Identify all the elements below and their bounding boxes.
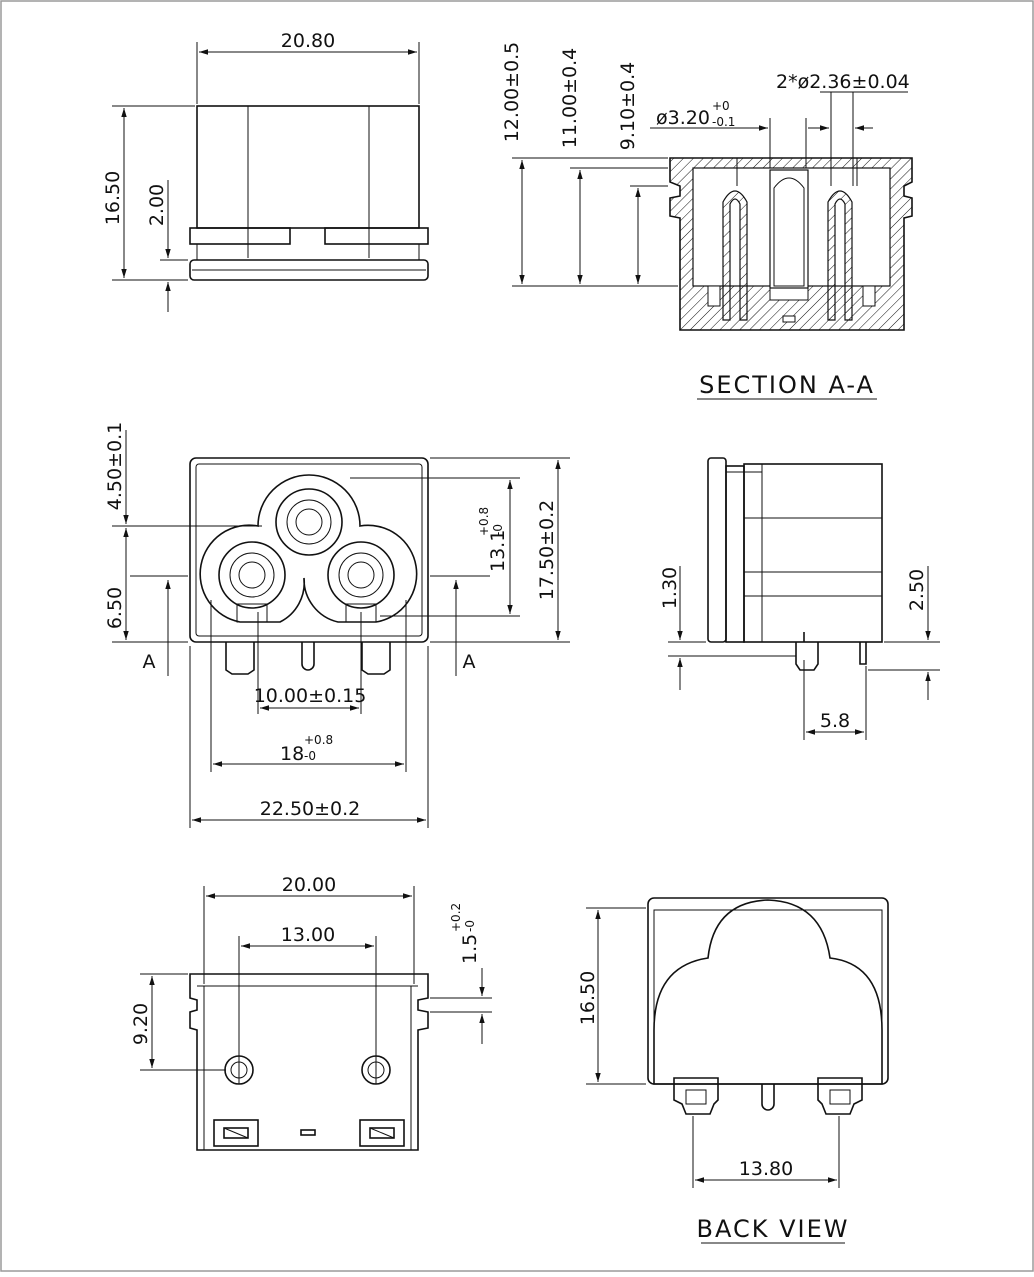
contact-ring: [229, 552, 275, 598]
dim-bottom-15-base: 1.5: [459, 934, 481, 964]
bottom-terminal-left-slot: [223, 1127, 249, 1139]
bottom-terminal-right-slot: [369, 1127, 395, 1139]
front-inner-outline: [195, 463, 423, 637]
contact-ring: [218, 541, 286, 609]
dim-front-1750: 17.50±0.2: [536, 500, 558, 601]
section-vent: [782, 315, 796, 323]
back-view: 16.50 13.80 BACK VIEW: [577, 897, 889, 1244]
section-mark-right: A: [463, 651, 476, 673]
side-pin-left: [795, 642, 819, 671]
side-flange: [707, 457, 727, 643]
back-pin-right: [817, 1077, 863, 1115]
back-inner-outline: [653, 909, 883, 1085]
back-view-caption: BACK VIEW: [697, 1215, 850, 1243]
front-body: [189, 457, 429, 643]
side-pin-right: [859, 642, 867, 665]
back-body: [647, 897, 889, 1085]
bottom-terminal-left: [213, 1119, 259, 1147]
bottom-terminal-mark: [369, 1127, 395, 1139]
front-pin-center: [301, 642, 315, 671]
dim-section-12: 12.00±0.5: [501, 42, 523, 143]
contact-tab: [236, 603, 268, 623]
dim-bottom-20: 20.00: [282, 874, 336, 896]
dim-side-130: 1.30: [659, 567, 681, 609]
top-view: 20.80 16.50 2.00: [102, 30, 429, 312]
section-slot: [862, 285, 876, 307]
dim-bottom-13: 13.00: [281, 924, 335, 946]
dim-front-131-tol-upper: +0.8: [477, 507, 491, 536]
section-caption: SECTION A-A: [699, 371, 875, 399]
dim-section-11: 11.00±0.4: [559, 48, 581, 149]
socket-contact-left: [218, 541, 286, 609]
top-view-flange-left: [189, 227, 291, 245]
top-view-flange-right: [324, 227, 429, 245]
back-pin-left: [673, 1077, 719, 1115]
dim-top-height: 16.50: [102, 171, 124, 225]
dim-front-131-base: 13.1: [487, 530, 509, 572]
back-pin-right-slot: [829, 1089, 851, 1105]
dim-bottom-15-tol-lower: -0: [463, 920, 477, 932]
contact-ring: [338, 552, 384, 598]
dim-bottom-15-tol-upper: +0.2: [449, 903, 463, 932]
section-contact-right: [827, 190, 853, 321]
dim-front-2250: 22.50±0.2: [260, 798, 361, 820]
dim-top-width: 20.80: [281, 30, 335, 52]
dim-hole-tol-lower: -0.1: [712, 115, 735, 129]
bottom-view: 20.00 13.00 9.20 1.5 +0.2 -0: [130, 874, 492, 1151]
socket-contact-top: [275, 488, 343, 556]
contact-hole: [238, 561, 266, 589]
side-step: [725, 465, 745, 643]
dim-hole-base: ø3.20: [656, 107, 710, 129]
front-pin-left: [225, 642, 255, 675]
top-view-base: [189, 259, 429, 281]
contact-hole: [295, 508, 323, 536]
dim-front-650: 6.50: [104, 587, 126, 629]
dim-front-10: 10.00±0.15: [254, 685, 367, 707]
back-pin-left-slot: [685, 1089, 707, 1105]
dim-front-18-tol-upper: +0.8: [304, 733, 333, 747]
dim-back-1650: 16.50: [577, 971, 599, 1025]
front-pin-right: [361, 642, 391, 675]
back-pin-center: [761, 1084, 775, 1111]
dim-section-9: 9.10±0.4: [617, 62, 639, 150]
dim-hole-tol-upper: +0: [712, 99, 730, 113]
dim-front-450: 4.50±0.1: [104, 422, 126, 510]
bottom-body: [189, 973, 429, 1151]
dim-pins: 2*ø2.36±0.04: [776, 71, 910, 93]
side-view: 1.30 2.50 5.8: [659, 457, 940, 740]
section-mark-left: A: [143, 651, 156, 673]
contact-ring: [327, 541, 395, 609]
dim-side-58: 5.8: [820, 710, 850, 732]
dim-back-1380: 13.80: [739, 1158, 793, 1180]
side-body: [743, 463, 883, 643]
bottom-terminal-mark: [223, 1127, 249, 1139]
dim-hole: ø3.20: [656, 107, 710, 129]
front-view: A A 4.50±0.1 6.50 13.1 +0.8 -0 17.50±0.2…: [104, 422, 570, 828]
top-view-body: [196, 105, 420, 229]
section-pin-center: [773, 177, 805, 287]
dim-side-250: 2.50: [906, 569, 928, 611]
dim-bottom-920: 9.20: [130, 1003, 152, 1045]
socket-contact-right: [327, 541, 395, 609]
contact-hole: [347, 561, 375, 589]
dim-front-131-tol-lower: -0: [491, 524, 505, 536]
section-contact-left: [722, 190, 748, 321]
bottom-center-mark: [300, 1129, 316, 1136]
bottom-terminal-right: [359, 1119, 405, 1147]
dim-front-18-tol-lower: -0: [304, 749, 316, 763]
dim-front-18-base: 18: [280, 743, 304, 765]
dim-top-flange: 2.00: [146, 184, 168, 226]
back-cloverleaf: [653, 899, 883, 1085]
section-slot: [707, 285, 721, 307]
contact-ring: [286, 499, 332, 545]
section-view: 12.00±0.5 11.00±0.4 9.10±0.4 ø3.20 +0 -0…: [501, 42, 913, 400]
contact-ring: [275, 488, 343, 556]
